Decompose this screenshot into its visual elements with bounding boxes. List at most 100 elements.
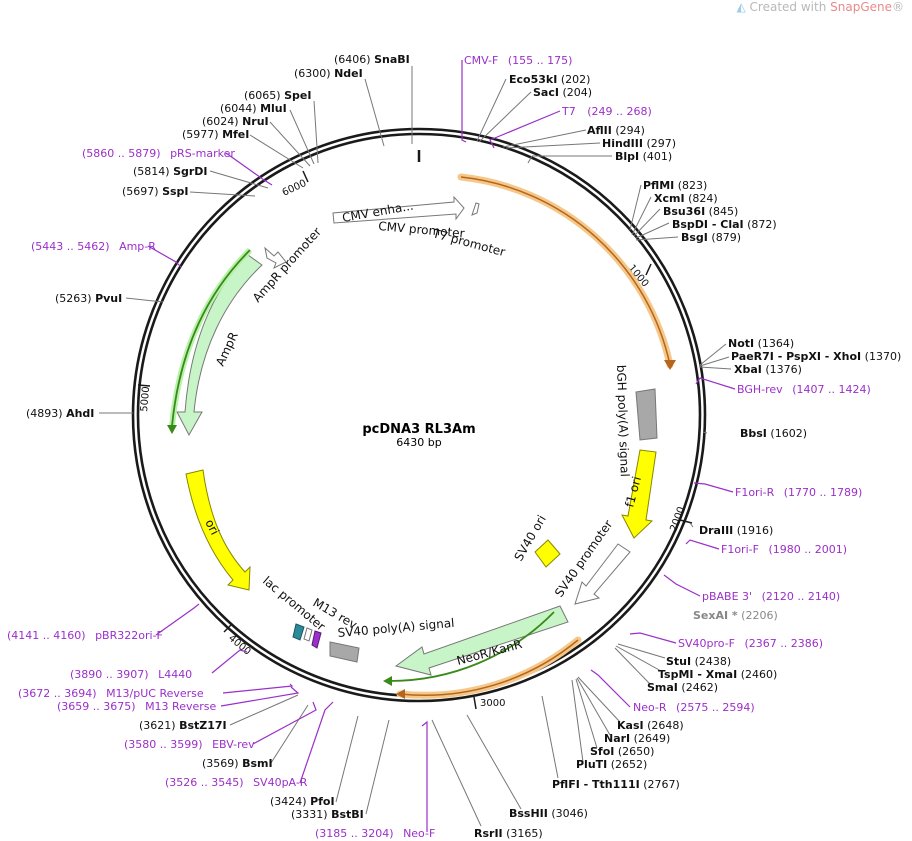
site-sexai: SexAI * (2206) <box>693 609 778 622</box>
site-sfoi: SfoI (2650) <box>590 745 654 758</box>
primer-markers <box>147 60 736 832</box>
site-nari: NarI (2649) <box>604 732 670 745</box>
site-blpi: BlpI (401) <box>615 150 672 163</box>
site-hindiii: HindIII (297) <box>602 137 676 150</box>
primer-pbr322ori-f: (4141 .. 4160) pBR322ori-F <box>7 629 163 642</box>
f1-ori-arrow <box>621 449 657 539</box>
watermark-brand: SnapGene <box>830 0 892 14</box>
site-bsmi: (3569) BsmI <box>202 757 273 770</box>
ampr-orf-line <box>171 249 251 427</box>
primer-l4440: (3890 .. 3907) L4440 <box>70 668 192 681</box>
site-bsgi: BsgI (879) <box>681 231 741 244</box>
neo-orf-line <box>387 611 555 682</box>
site-bsu36i: Bsu36I (845) <box>663 205 738 218</box>
site-tspmi: TspMI - XmaI (2460) <box>658 668 777 681</box>
site-paer7i: PaeR7I - PspXI - XhoI (1370) <box>731 350 901 363</box>
site-eco53ki: Eco53kI (202) <box>509 73 590 86</box>
primer-sv40pa-r: (3526 .. 3545) SV40pA-R <box>165 776 308 789</box>
site-leaders <box>99 66 732 827</box>
site-sgrdi: (5814) SgrDI <box>133 165 208 178</box>
t7-promoter-arrow <box>471 202 480 216</box>
site-aflii: AflII (294) <box>587 124 645 137</box>
primer-ebv-rev: (3580 .. 3599) EBV-rev <box>124 738 255 751</box>
site-bspdi: BspDI - ClaI (872) <box>672 218 777 231</box>
primer-f1ori-r: F1ori-R (1770 .. 1789) <box>735 486 862 499</box>
site-rsrii: RsrII (3165) <box>474 827 543 840</box>
tick-6000: 6000 <box>281 178 309 199</box>
site-nrui: (6024) NruI <box>202 115 269 128</box>
site-mfei: (5977) MfeI <box>182 128 249 141</box>
ori-arrow <box>185 469 251 591</box>
m13-rev-box <box>311 630 322 649</box>
sv40-polya-box <box>329 641 360 663</box>
lac-operator-box <box>303 627 313 642</box>
site-bsshii: BssHII (3046) <box>509 807 588 820</box>
site-kasi: KasI (2648) <box>617 719 684 732</box>
watermark: ◭ Created with SnapGene® <box>736 0 904 14</box>
site-xcmi: XcmI (824) <box>654 192 718 205</box>
primer-neo-r: Neo-R (2575 .. 2594) <box>633 701 755 714</box>
feature-ampr: AmpR <box>213 330 241 368</box>
site-draiii: DraIII (1916) <box>699 524 773 537</box>
plasmid-name: pcDNA3 RL3Am <box>362 422 475 437</box>
tick-5000: 5000 <box>139 386 152 412</box>
sv40-promoter-arrow <box>574 543 631 605</box>
orf-arc-top-arrow <box>664 360 676 370</box>
site-saci: SacI (204) <box>533 86 592 99</box>
site-pflfi: PflFI - Tth111I (2767) <box>552 778 680 791</box>
primer-m13-puc-reverse: (3672 .. 3694) M13/pUC Reverse <box>18 687 204 700</box>
site-labels: (6406) SnaBI (6300) NdeI (6065) SpeI (60… <box>26 53 901 840</box>
primer-bgh-rev: BGH-rev (1407 .. 1424) <box>737 383 871 396</box>
site-noti: NotI (1364) <box>728 337 794 350</box>
site-ndei: (6300) NdeI <box>294 67 363 80</box>
feature-bgh-polya: bGH poly(A) signal <box>614 365 632 477</box>
ampr-promoter-arrow <box>264 246 287 270</box>
watermark-prefix: Created with <box>749 0 831 14</box>
neo-orf-arrowhead <box>383 676 392 686</box>
feature-ori: ori <box>202 517 222 537</box>
site-pflmi: PflMI (823) <box>643 179 707 192</box>
feature-t7-promoter: T7 promoter <box>430 226 507 259</box>
primer-t7: T7 (249 .. 268) <box>561 105 652 118</box>
neo-kan-arrow <box>394 605 569 676</box>
site-pfoi: (3424) PfoI <box>270 795 335 808</box>
orf-arc-bottom-arrow <box>396 689 405 699</box>
primer-prs-marker: (5860 .. 5879) pRS-marker <box>82 147 235 160</box>
features: CMV enha... CMV promoter T7 promoter bGH… <box>167 173 676 699</box>
snapgene-logo-icon: ◭ <box>736 0 746 14</box>
primer-labels: CMV-F (155 .. 175) T7 (249 .. 268) BGH-r… <box>7 54 871 840</box>
primer-neo-f: (3185 .. 3204) Neo-F <box>315 827 435 840</box>
orf-arc-bottom-line <box>399 639 579 697</box>
ampr-arrow <box>176 254 263 437</box>
sv40-ori-box <box>534 539 561 568</box>
primer-m13-reverse: (3659 .. 3675) M13 Reverse <box>57 700 216 713</box>
ampr-orf-arrowhead <box>167 425 177 434</box>
primer-sv40pro-f: SV40pro-F (2367 .. 2386) <box>678 637 823 650</box>
site-pvui: (5263) PvuI <box>55 292 122 305</box>
site-bstz17i: (3621) BstZ17I <box>139 719 227 732</box>
site-xbai: XbaI (1376) <box>734 363 802 376</box>
site-stui: StuI (2438) <box>666 655 731 668</box>
site-bstbi: (3331) BstBI <box>291 808 364 821</box>
site-bbsi: BbsI (1602) <box>740 427 807 440</box>
bgh-polya-box <box>635 388 658 441</box>
lac-promoter-box <box>292 623 305 641</box>
primer-amp-r: (5443 .. 5462) Amp-R <box>31 240 156 253</box>
cmv-enhancer-arrow <box>332 195 465 224</box>
site-snabi: (6406) SnaBI <box>334 53 410 66</box>
primer-pbabe: pBABE 3' (2120 .. 2140) <box>702 590 840 603</box>
watermark-mark: ® <box>892 0 904 14</box>
site-mlui: (6044) MluI <box>220 102 287 115</box>
site-ahdi: (4893) AhdI <box>26 407 94 420</box>
primer-f1ori-f: F1ori-F (1980 .. 2001) <box>721 543 847 556</box>
site-pluti: PluTI (2652) <box>576 758 647 771</box>
primer-cmv-f: CMV-F (155 .. 175) <box>464 54 572 67</box>
tick-3000: 3000 <box>480 698 505 709</box>
orf-arc-top-line <box>460 176 671 366</box>
site-smai: SmaI (2462) <box>647 681 718 694</box>
site-sspi: (5697) SspI <box>122 185 189 198</box>
site-spei: (6065) SpeI <box>244 89 311 102</box>
plasmid-size: 6430 bp <box>396 436 441 449</box>
